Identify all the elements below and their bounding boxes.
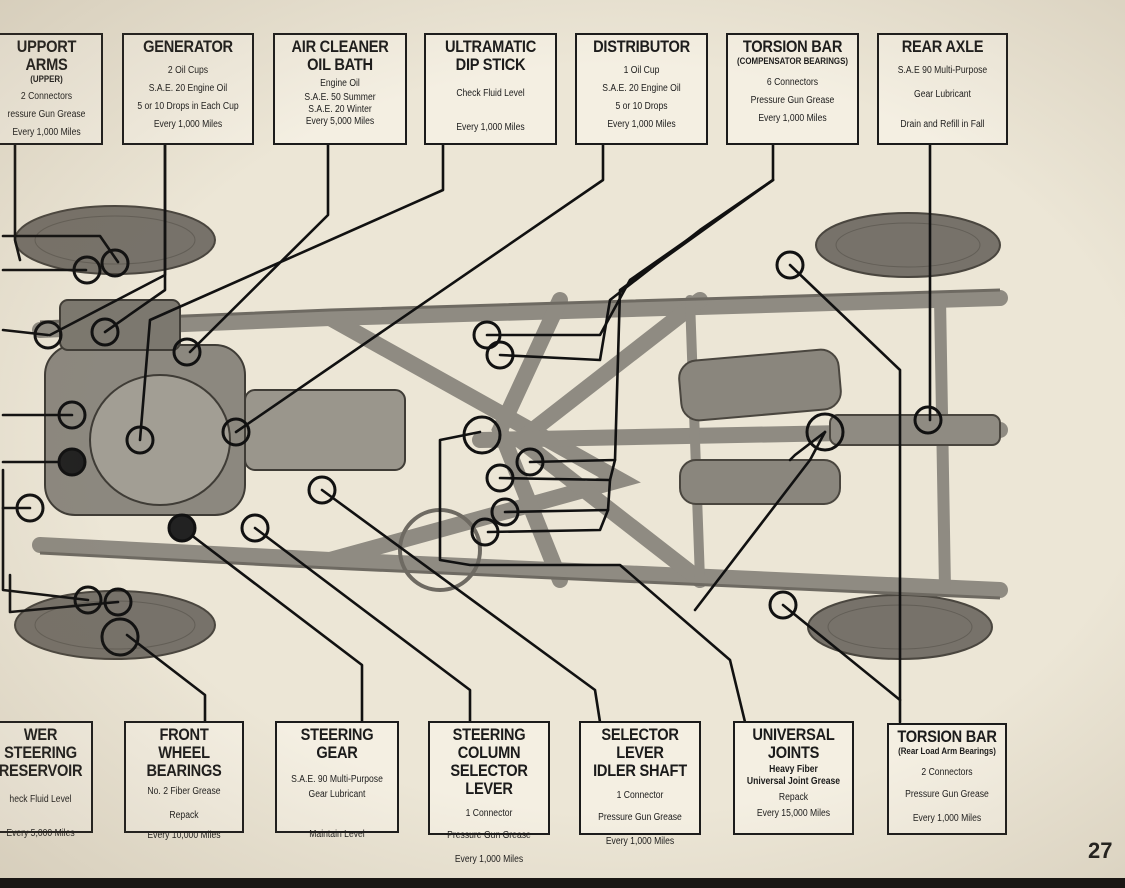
box-line: ressure Gun Grease — [7, 109, 86, 120]
box-title: AIR CLEANER — [291, 37, 389, 56]
box-line: S.A.E. 50 Summer — [304, 92, 376, 103]
box-title: REAR AXLE — [901, 37, 984, 56]
box-line: Repack — [169, 810, 199, 821]
box-interval: Every 1,000 Miles — [454, 854, 524, 865]
box-line: 2 Oil Cups — [167, 65, 209, 76]
box-interval: Every 15,000 Miles — [756, 808, 831, 819]
box-title: GENERATOR — [143, 37, 233, 56]
box-interval: Drain and Refill in Fall — [900, 119, 985, 130]
box-line: Universal Joint Grease — [746, 776, 841, 787]
box-title: STEERING COLUMN — [452, 725, 526, 762]
box-line: Pressure Gun Grease — [905, 789, 989, 800]
box-title-2: SELECTOR LEVER — [450, 761, 528, 798]
box-title-2: DIP STICK — [455, 55, 526, 74]
box-interval: Every 5,000 Miles — [6, 828, 75, 839]
box-title-2: RESERVOIR — [0, 761, 83, 780]
box-universal-joints: UNIVERSAL JOINTS Heavy Fiber Universal J… — [733, 721, 854, 835]
box-line: 1 Connector — [616, 790, 664, 801]
box-generator: GENERATOR 2 Oil Cups S.A.E. 20 Engine Oi… — [122, 33, 254, 145]
box-interval: Every 5,000 Miles — [305, 116, 375, 127]
box-line: 2 Connectors — [921, 767, 973, 778]
box-line: 5 or 10 Drops in Each Cup — [137, 101, 239, 112]
box-line: 1 Oil Cup — [623, 65, 660, 76]
box-line: 1 Connector — [465, 808, 513, 819]
box-subtitle: (COMPENSATOR BEARINGS) — [736, 56, 849, 66]
box-title: FRONT WHEEL — [158, 725, 210, 762]
box-title-2: OIL BATH — [307, 55, 373, 74]
box-title-2: BEARINGS — [146, 761, 222, 780]
box-interval: Every 1,000 Miles — [607, 119, 676, 130]
box-interval: Every 1,000 Miles — [12, 127, 81, 138]
box-line: 2 Connectors — [20, 91, 73, 102]
page-number: 27 — [1088, 838, 1113, 863]
engine — [44, 299, 406, 516]
box-title: ULTRAMATIC — [444, 37, 537, 56]
box-interval: Every 1,000 Miles — [758, 113, 827, 124]
box-interval: Every 1,000 Miles — [912, 813, 982, 824]
box-line: S.A.E. 20 Winter — [308, 104, 372, 115]
box-line: Gear Lubricant — [308, 789, 366, 800]
box-line: S.A.E. 90 Multi-Purpose — [291, 774, 383, 785]
tires — [14, 205, 1001, 660]
rear-left-tire — [815, 212, 1001, 278]
box-rear-axle: REAR AXLE S.A.E 90 Multi-Purpose Gear Lu… — [877, 33, 1008, 145]
box-line: Repack — [778, 792, 809, 803]
lubrication-points — [15, 248, 943, 657]
box-title: STEERING GEAR — [300, 725, 374, 762]
box-line: 6 Connectors — [766, 77, 819, 88]
box-distributor: DISTRIBUTOR 1 Oil Cup S.A.E. 20 Engine O… — [575, 33, 708, 145]
box-front-wheel-bearings: FRONT WHEEL BEARINGS No. 2 Fiber Grease … — [124, 721, 244, 841]
box-line: S.A.E 90 Multi-Purpose — [897, 65, 988, 76]
box-power-steering-reservoir: WER STEERING RESERVOIR heck Fluid Level … — [0, 721, 93, 839]
box-line: S.A.E. 20 Engine Oil — [602, 83, 681, 94]
box-title: TORSION BAR — [897, 727, 997, 746]
box-title: WER STEERING — [4, 725, 77, 762]
box-interval: Every 10,000 Miles — [147, 830, 221, 841]
box-torsion-bar-compensator: TORSION BAR (COMPENSATOR BEARINGS) 6 Con… — [726, 33, 859, 145]
box-line: heck Fluid Level — [9, 794, 72, 805]
box-title: DISTRIBUTOR — [593, 37, 690, 56]
box-line: Heavy Fiber — [769, 764, 818, 775]
box-line: Check Fluid Level — [456, 88, 525, 99]
box-title-2: IDLER SHAFT — [593, 761, 687, 780]
box-ultramatic: ULTRAMATIC DIP STICK Check Fluid Level E… — [424, 33, 557, 145]
box-interval: Maintain Level — [309, 829, 365, 840]
leader-lines — [1, 141, 932, 724]
box-interval: Every 1,000 Miles — [456, 122, 525, 133]
box-subtitle: (Rear Load Arm Bearings) — [898, 746, 996, 756]
box-line: Pressure Gun Grease — [750, 95, 835, 106]
box-torsion-bar-rear-load: TORSION BAR (Rear Load Arm Bearings) 2 C… — [887, 723, 1007, 835]
box-line: Pressure Gun Grease — [447, 830, 531, 841]
box-line: 5 or 10 Drops — [615, 101, 668, 112]
box-line: Engine Oil — [320, 78, 360, 89]
box-title: SELECTOR LEVER — [601, 725, 679, 762]
box-subtitle: (UPPER) — [30, 74, 63, 84]
box-line: Gear Lubricant — [914, 89, 971, 100]
box-title: TORSION BAR — [742, 37, 843, 56]
box-line: Pressure Gun Grease — [598, 812, 682, 823]
box-support-arms: UPPORT ARMS (UPPER) 2 Connectors ressure… — [0, 33, 103, 145]
box-title: UPPORT ARMS — [16, 37, 77, 74]
box-line: S.A.E. 20 Engine Oil — [148, 83, 228, 94]
box-air-cleaner: AIR CLEANER OIL BATH Engine Oil S.A.E. 5… — [273, 33, 407, 145]
box-interval: Every 1,000 Miles — [605, 836, 675, 847]
box-title: UNIVERSAL — [752, 725, 835, 744]
box-title-2: JOINTS — [767, 743, 820, 762]
box-interval: Every 1,000 Miles — [153, 119, 223, 130]
box-steering-gear: STEERING GEAR S.A.E. 90 Multi-Purpose Ge… — [275, 721, 399, 840]
box-line: No. 2 Fiber Grease — [147, 786, 221, 797]
page-edge — [0, 878, 1125, 888]
box-steering-column-selector-lever: STEERING COLUMN SELECTOR LEVER 1 Connect… — [428, 721, 550, 865]
box-selector-lever-idler-shaft: SELECTOR LEVER IDLER SHAFT 1 Connector P… — [579, 721, 701, 847]
